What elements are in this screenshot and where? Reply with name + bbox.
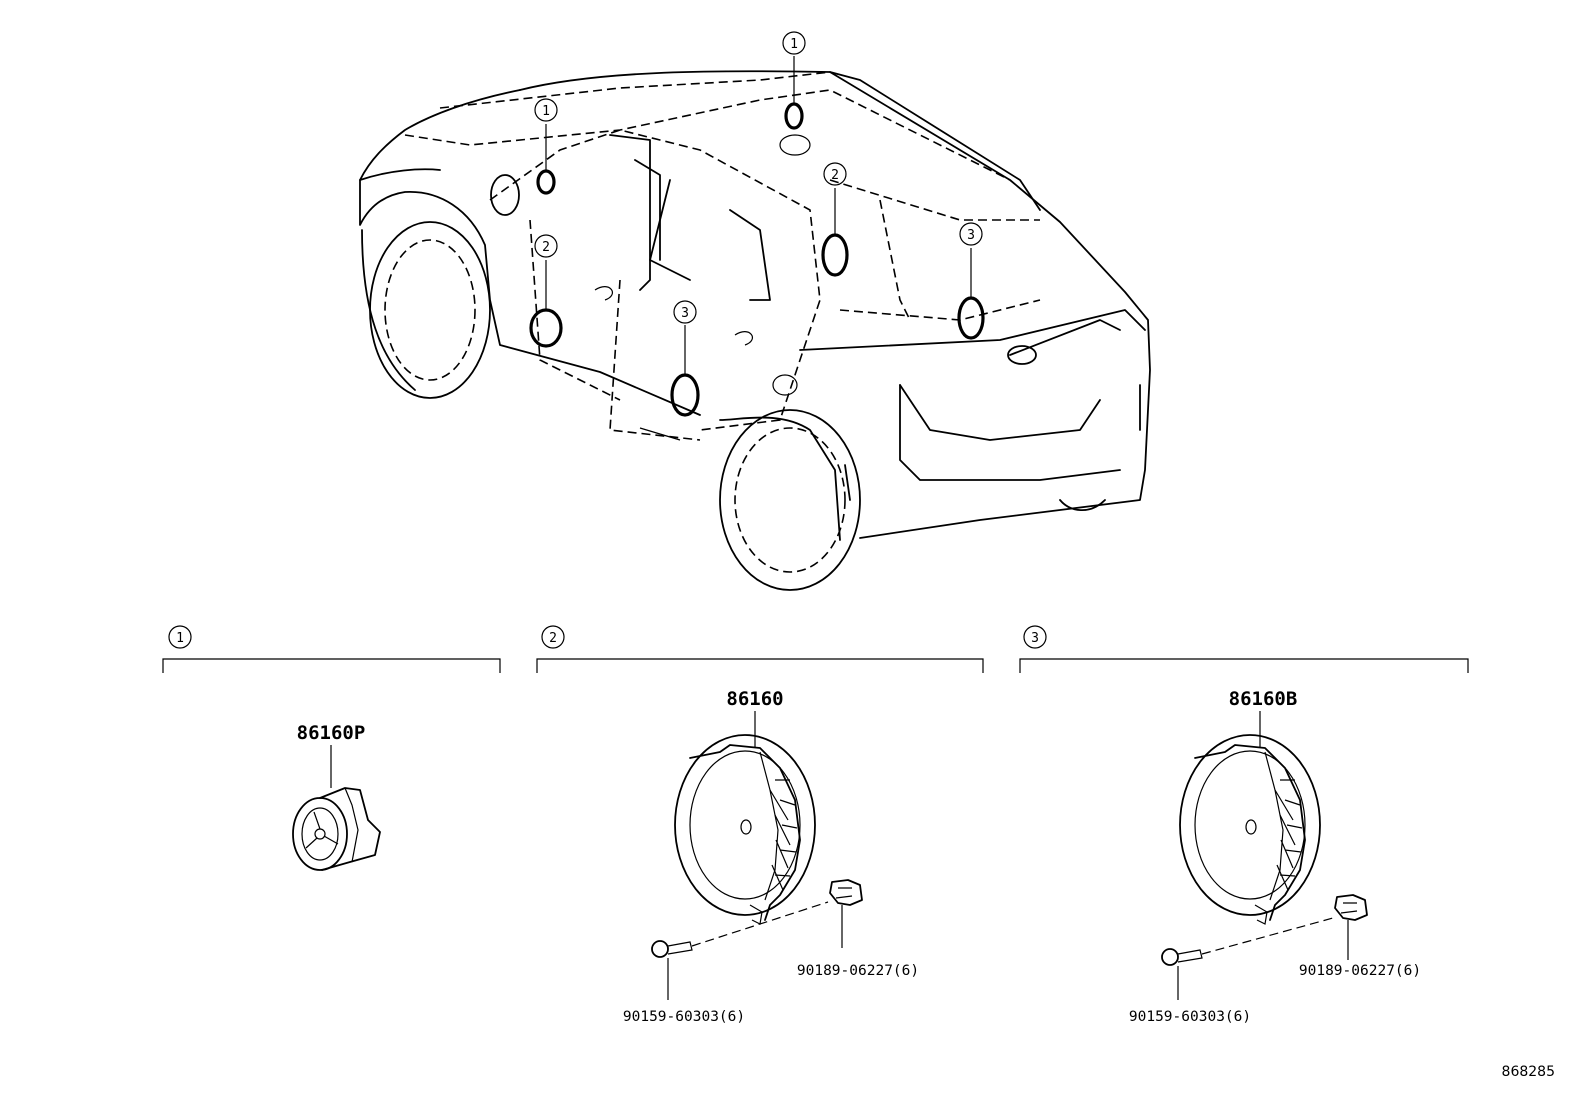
group-3-callout bbox=[1023, 625, 1047, 649]
clip-drawing-3 bbox=[1334, 894, 1368, 960]
callout-3-right: 3 bbox=[959, 222, 983, 246]
svg-text:2: 2 bbox=[542, 240, 550, 255]
marker-2-right bbox=[821, 188, 849, 277]
clip-drawing-2 bbox=[829, 879, 863, 948]
marker-1-left bbox=[536, 124, 556, 195]
speaker-location-markers bbox=[529, 56, 985, 417]
fastener-screw-number-3: 90159-60303(6) bbox=[1129, 1009, 1251, 1025]
marker-3-right bbox=[957, 248, 985, 340]
svg-text:1: 1 bbox=[542, 104, 550, 119]
svg-text:3: 3 bbox=[681, 306, 689, 321]
part-number-86160: 86160 bbox=[726, 688, 783, 710]
marker-1-right bbox=[784, 56, 804, 130]
marker-3-left bbox=[670, 325, 700, 417]
group-1: 1 86160P bbox=[162, 625, 501, 871]
screw-drawing-2 bbox=[651, 940, 693, 1000]
screw-drawing-3 bbox=[1161, 948, 1203, 1000]
tweeter-drawing bbox=[292, 787, 381, 871]
group-1-bracket bbox=[162, 658, 501, 673]
fastener-clip-number-2: 90189-06227(6) bbox=[797, 963, 919, 979]
svg-text:1: 1 bbox=[790, 37, 798, 52]
callout-1-left: 1 bbox=[534, 98, 558, 122]
part-number-86160B: 86160B bbox=[1229, 688, 1298, 710]
callout-2-left: 2 bbox=[534, 234, 558, 258]
door-speaker-drawing-2 bbox=[674, 734, 816, 925]
group-1-callout bbox=[168, 625, 192, 649]
group-2-bracket bbox=[536, 658, 984, 673]
svg-text:2: 2 bbox=[831, 168, 839, 183]
group-2-number: 2 bbox=[549, 631, 557, 646]
fastener-screw-number-2: 90159-60303(6) bbox=[623, 1009, 745, 1025]
callout-2-right: 2 bbox=[823, 162, 847, 186]
diagram-reference-id: 868285 bbox=[1502, 1064, 1555, 1080]
group-2: 2 86160 90189-06227(6) 90159-60303( bbox=[536, 625, 984, 1025]
callout-1-right: 1 bbox=[782, 31, 806, 55]
group-1-number: 1 bbox=[176, 631, 184, 646]
vehicle-illustration bbox=[359, 70, 1151, 591]
marker-2-left bbox=[529, 260, 563, 348]
svg-text:3: 3 bbox=[967, 228, 975, 243]
fastener-clip-number-3: 90189-06227(6) bbox=[1299, 963, 1421, 979]
group-3-bracket bbox=[1019, 658, 1469, 673]
group-3: 3 86160B 90189-06227(6) 90159-60303(6) bbox=[1019, 625, 1469, 1025]
part-number-86160P: 86160P bbox=[297, 722, 366, 744]
group-2-callout bbox=[541, 625, 565, 649]
callout-3-left: 3 bbox=[673, 300, 697, 324]
door-speaker-drawing-3 bbox=[1179, 734, 1321, 925]
group-3-number: 3 bbox=[1031, 631, 1039, 646]
vehicle-callouts: 1 1 2 2 3 3 bbox=[534, 31, 983, 324]
